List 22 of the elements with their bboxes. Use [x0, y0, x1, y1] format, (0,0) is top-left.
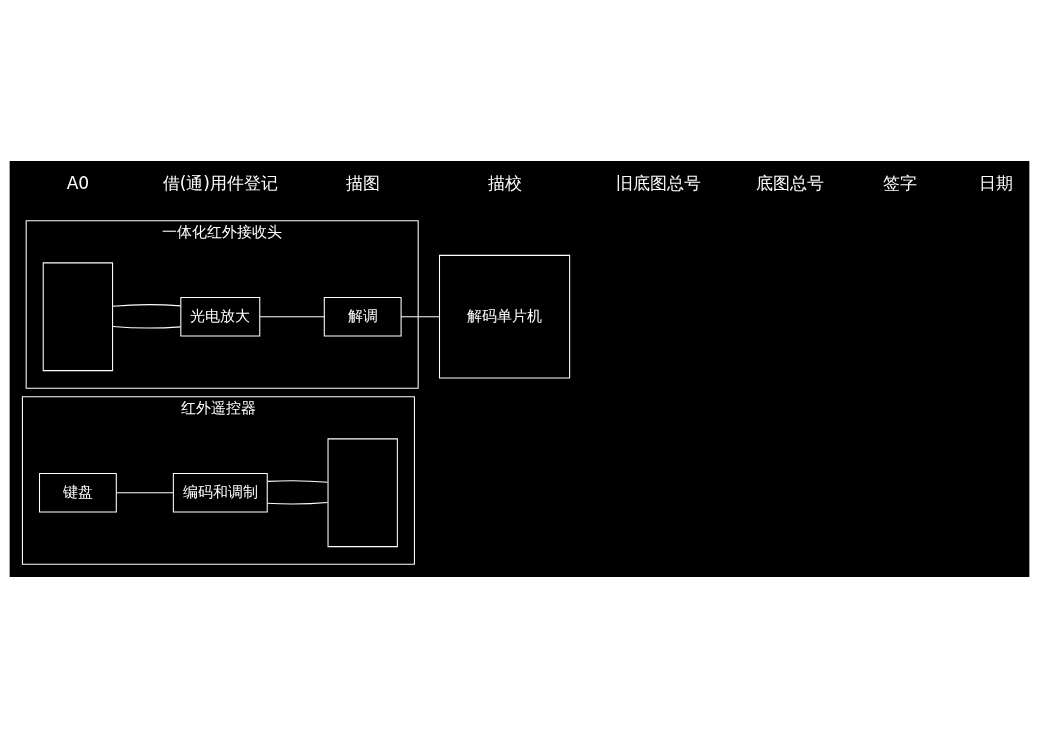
node-box: 光电放大 — [179, 297, 260, 337]
label: 底图总号 — [755, 172, 824, 193]
label: 借(通)用件登记 — [162, 172, 278, 193]
label: 旧底图总号 — [615, 172, 701, 193]
connector — [266, 480, 328, 483]
connector — [266, 501, 328, 505]
label: 描校 — [487, 172, 522, 193]
node-box: 编码和调制 — [172, 473, 268, 513]
connector — [259, 316, 325, 318]
node-box: 解码单片机 — [438, 254, 570, 379]
label: A0 — [66, 172, 89, 193]
connector — [400, 316, 440, 318]
node-box: 键盘 — [38, 473, 117, 513]
label: 日期 — [978, 172, 1013, 193]
label: 描图 — [345, 172, 380, 193]
node-box: 解调 — [323, 297, 402, 337]
connector — [111, 325, 181, 329]
label: 签字 — [882, 172, 917, 193]
connector — [115, 492, 174, 494]
node-box — [327, 438, 398, 548]
node-box — [42, 262, 113, 372]
connector — [111, 304, 181, 307]
